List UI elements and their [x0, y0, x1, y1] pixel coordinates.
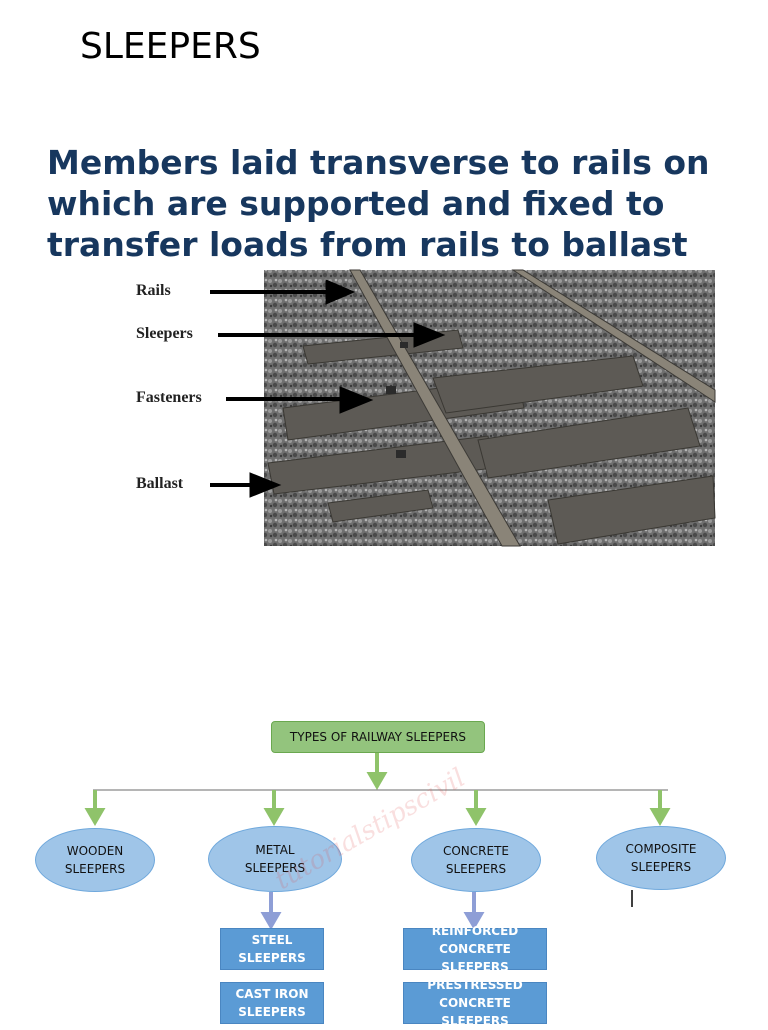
arrow-icon: [413, 322, 446, 348]
fasteners: [386, 342, 408, 458]
type-metal: METAL SLEEPERS: [208, 826, 342, 892]
label-rails: Rails: [136, 282, 171, 299]
label-fasteners: Fasteners: [136, 389, 202, 406]
arrow-down-icon: [84, 808, 106, 826]
arrow-down-icon: [465, 808, 487, 826]
type-concrete: CONCRETE SLEEPERS: [411, 828, 541, 892]
sleeper: [547, 475, 716, 545]
diagram-connectors: [84, 752, 671, 930]
sleeper: [432, 355, 644, 414]
arrow-icon: [249, 472, 282, 498]
subtype-reinforced-concrete: REINFORCED CONCRETE SLEEPERS: [403, 924, 547, 974]
arrow-icon: [339, 386, 374, 414]
arrow-down-icon: [366, 772, 388, 790]
subtype-prestressed-concrete: PRESTRESSED CONCRETE SLEEPERS: [403, 978, 547, 1028]
rail-left: [349, 269, 521, 547]
subtype-steel: STEEL SLEEPERS: [220, 928, 324, 970]
arrow-down-icon: [263, 808, 285, 826]
slide-title: SLEEPERS: [80, 26, 261, 67]
label-sleepers: Sleepers: [136, 325, 193, 342]
track-photo: [128, 268, 716, 548]
root-node: TYPES OF RAILWAY SLEEPERS: [271, 721, 485, 753]
arrow-down-icon: [649, 808, 671, 826]
sleeper-types-diagram: TYPES OF RAILWAY SLEEPERS WOODEN SLEEPER…: [0, 700, 768, 1028]
arrow-icon: [325, 279, 356, 305]
label-ballast: Ballast: [136, 475, 184, 492]
type-wooden: WOODEN SLEEPERS: [35, 828, 155, 892]
arrow-down-icon: [260, 912, 282, 930]
subtype-cast-iron: CAST IRON SLEEPERS: [220, 982, 324, 1024]
callout-arrows: [210, 279, 446, 498]
slide-body-text: Members laid transverse to rails on whic…: [47, 143, 710, 264]
arrow-down-icon: [463, 912, 485, 930]
rail-right: [511, 269, 716, 403]
sleeper: [327, 489, 434, 523]
type-composite: COMPOSITE SLEEPERS: [596, 826, 726, 890]
sleeper: [477, 407, 701, 479]
railway-track-figure: Rails Sleepers Fasteners Ballast: [128, 268, 716, 548]
rails: [349, 269, 716, 547]
sleepers: [267, 329, 716, 545]
